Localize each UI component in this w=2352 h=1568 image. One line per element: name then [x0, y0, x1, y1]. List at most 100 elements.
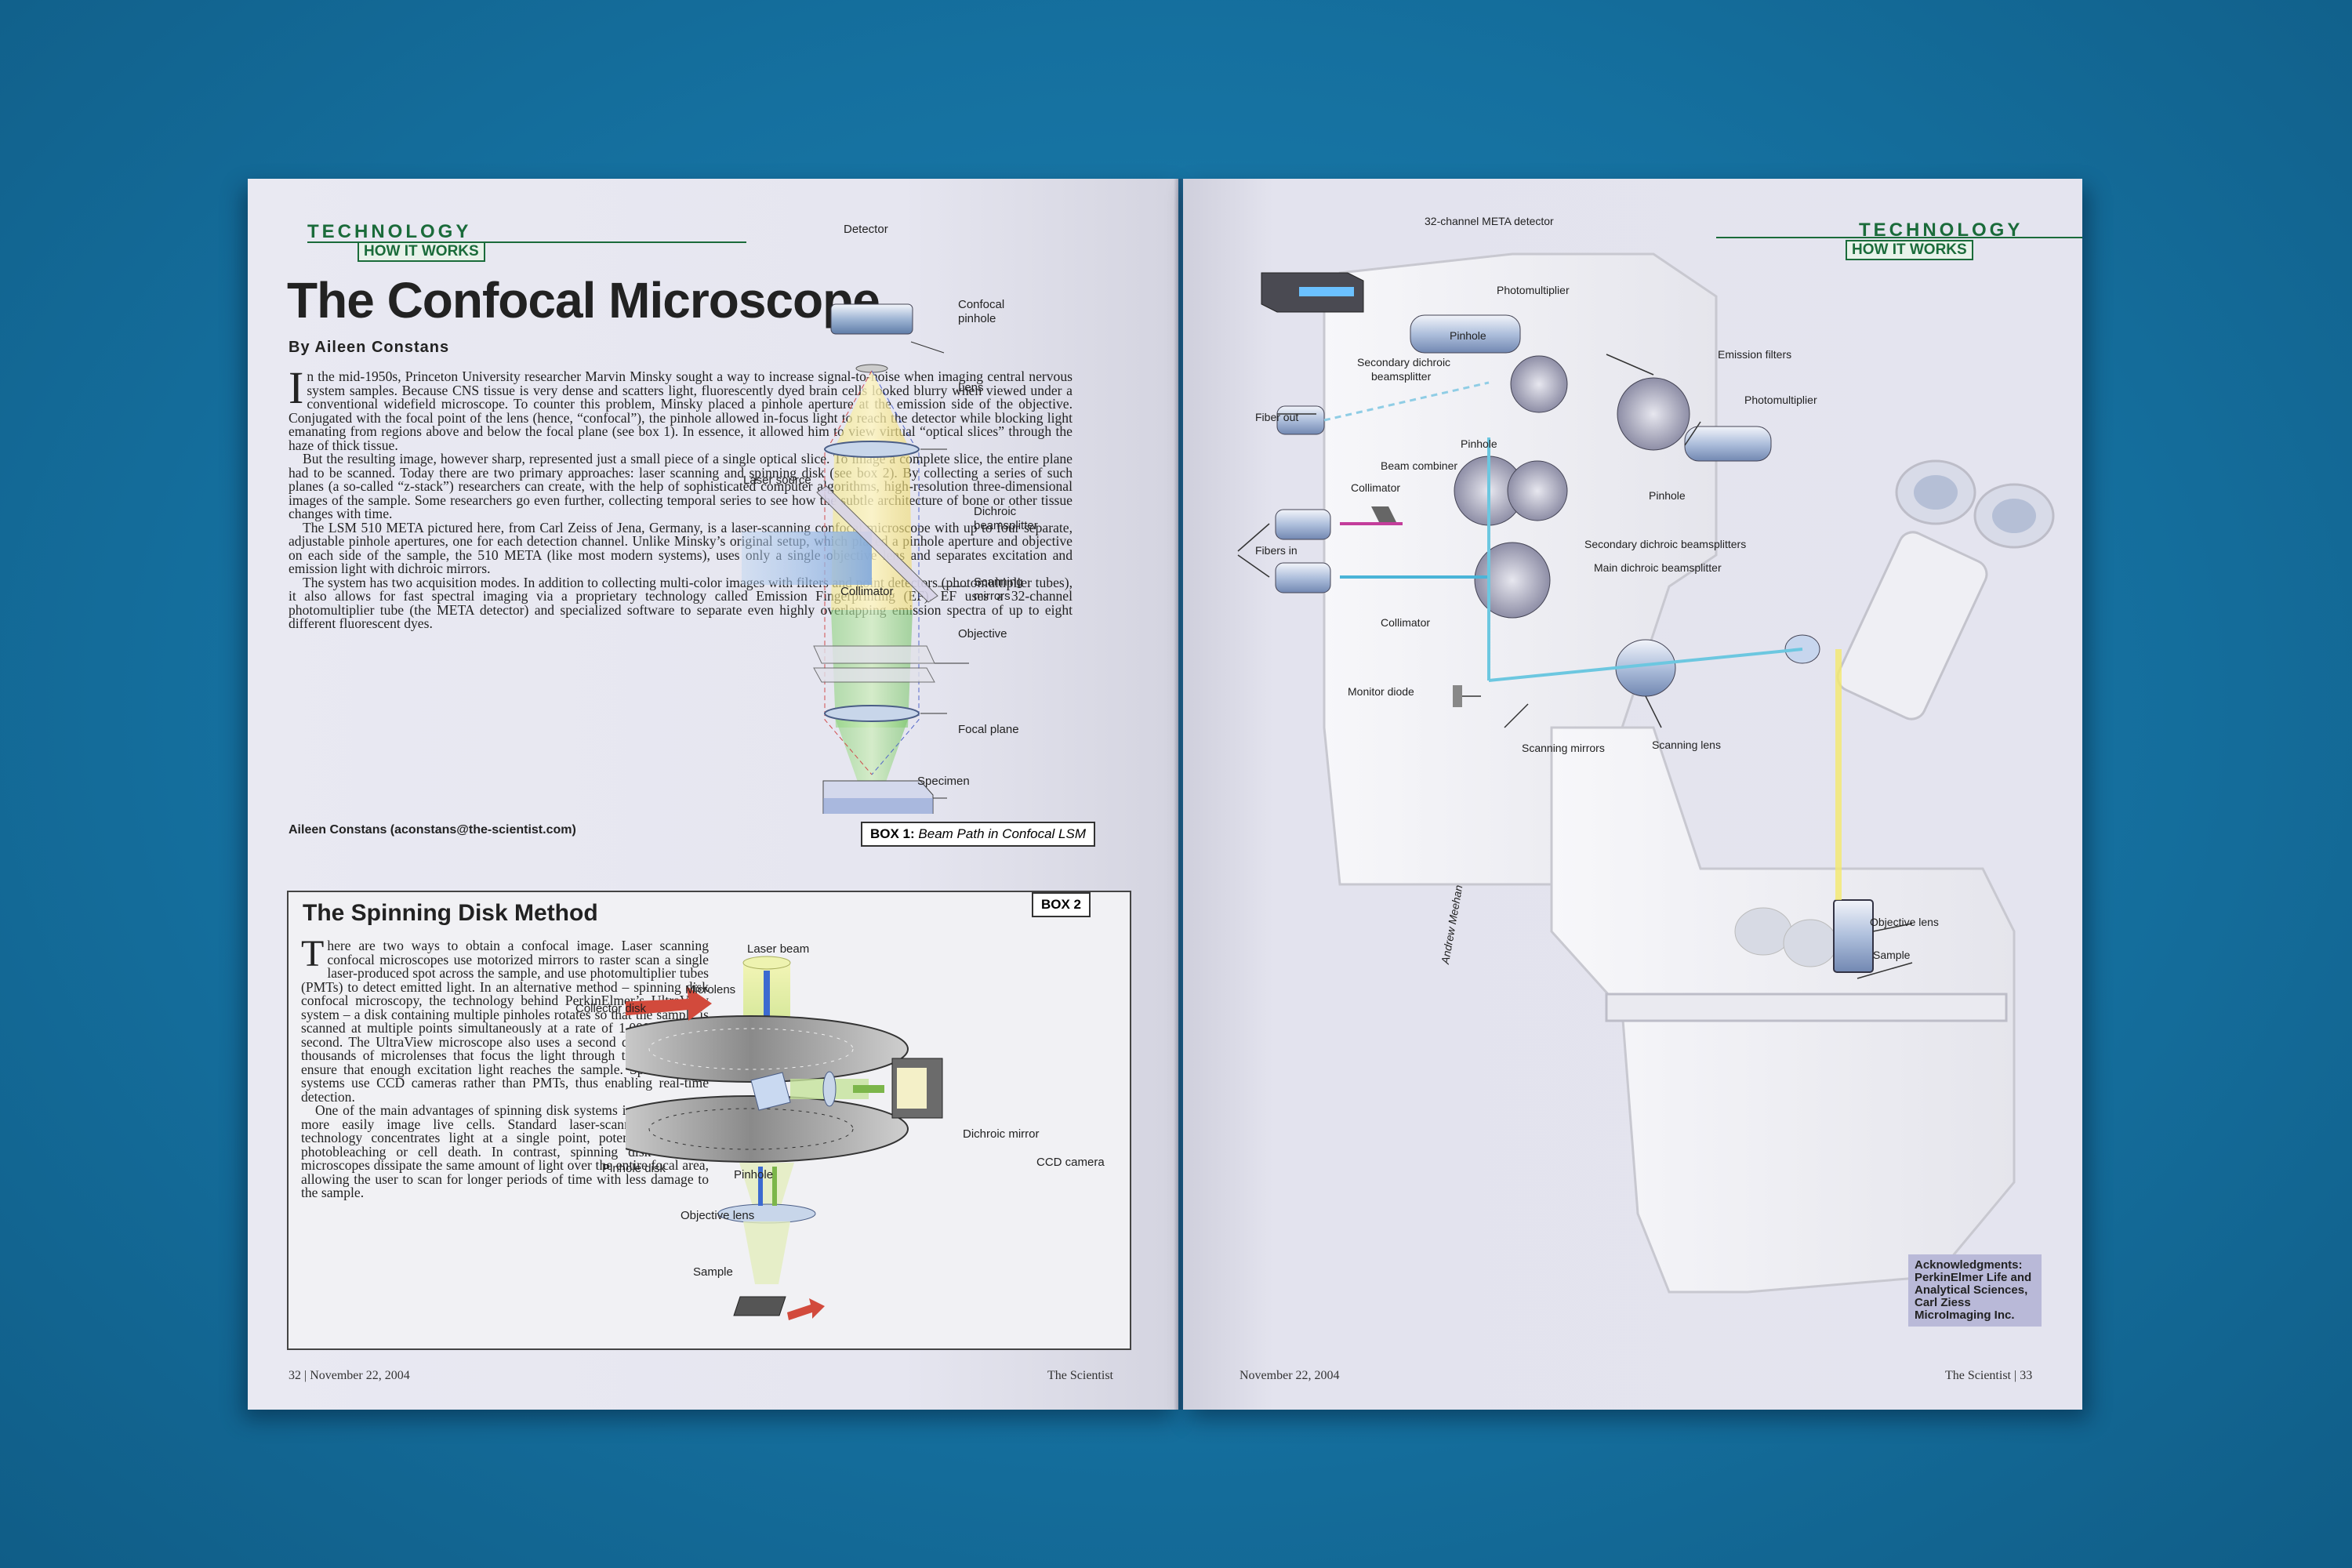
photomultiplier-2-shape: [1684, 426, 1772, 462]
footer-right: The Scientist: [1047, 1369, 1113, 1382]
secondary-dichroic-wheel: [1510, 355, 1568, 413]
section-rule: [307, 241, 746, 243]
focus-cone: [836, 720, 908, 814]
label-dichroic-mirror: Dichroic mirror: [963, 1127, 1040, 1141]
leader-lines: [1237, 354, 1913, 979]
label-laser-source: Laser source: [743, 474, 811, 487]
collector-disk-shape: [626, 1015, 909, 1083]
label-pinhole-2: Pinhole: [1461, 437, 1497, 450]
section-label: TECHNOLOGY: [307, 221, 472, 242]
label-photomultiplier-1: Photomultiplier: [1497, 284, 1570, 296]
label-beamsplitter: beamsplitter: [974, 519, 1038, 532]
monitor-diode-shape: [1453, 685, 1462, 707]
label-collimator-1: Collimator: [1351, 481, 1401, 494]
label-scanning: Scanning: [974, 575, 1023, 589]
scanning-mirror-lower: [813, 667, 935, 683]
footer-right: The Scientist | 33: [1945, 1369, 2033, 1382]
label-fiber-out: Fiber out: [1255, 411, 1299, 423]
label-microlens: Microlens: [685, 983, 736, 996]
out-of-focus-ray-red: [824, 370, 873, 775]
drop-cap: T: [301, 933, 325, 975]
label-specimen: Specimen: [917, 775, 970, 788]
label-secondary-dichroic: Secondary dichroic: [1357, 356, 1451, 368]
label-pinhole-3: Pinhole: [1649, 489, 1686, 502]
box1-tag: BOX 1: Beam Path in Confocal LSM: [861, 822, 1095, 847]
label-objective-lens: Objective lens: [1870, 916, 1939, 928]
label-focal-plane: Focal plane: [958, 723, 1019, 736]
label-objective: Objective: [958, 627, 1007, 641]
section-rule: [1716, 237, 2082, 238]
label-scanning-lens: Scanning lens: [1652, 739, 1721, 751]
collimated-beam: [742, 532, 872, 585]
label-beam-combiner: Beam combiner: [1381, 459, 1458, 472]
box2-title: The Spinning Disk Method: [303, 900, 598, 926]
label-fibers-in: Fibers in: [1255, 544, 1298, 557]
label-collector-disk: Collector disk: [575, 1002, 647, 1015]
label-objective-lens: Objective lens: [681, 1209, 755, 1222]
microscope-illustration: [1237, 252, 2055, 1294]
label-pinhole-disk: Pinhole disk: [602, 1162, 666, 1175]
spinning-disk-diagram: [626, 956, 943, 1320]
byline: By Aileen Constans: [289, 339, 450, 356]
label-laser-beam: Laser beam: [747, 942, 810, 956]
beam-combiner-shape: [1371, 506, 1398, 525]
label-ccd-camera: CCD camera: [1036, 1156, 1105, 1169]
label-pinhole: Pinhole: [734, 1168, 774, 1181]
label-confocal: Confocal: [958, 298, 1005, 311]
label-meta-detector: 32-channel META detector: [1425, 215, 1554, 227]
label-collimator-2: Collimator: [1381, 616, 1431, 629]
rotation-arrow-top: [626, 986, 712, 1021]
dichroic-mirror-shape: [750, 1072, 791, 1111]
label-sample: Sample: [1873, 949, 1911, 961]
label-emission-filters: Emission filters: [1718, 348, 1792, 361]
secondary-dichroic-wheel-3: [1507, 460, 1568, 521]
drop-cap: I: [289, 362, 304, 413]
label-beamsplitter: beamsplitter: [1371, 370, 1432, 383]
label-dichroic: Dichroic: [974, 505, 1017, 518]
objective-lens-shape: [1833, 899, 1874, 973]
box2-tag: BOX 2: [1032, 892, 1091, 917]
label-detector: Detector: [844, 223, 888, 236]
sample-shape: [733, 1296, 786, 1316]
photomultiplier-1-shape: [1410, 314, 1521, 354]
label-pinhole: pinhole: [958, 312, 996, 325]
collimator-1-shape: [1275, 509, 1331, 540]
label-secondary-dichroic-beamsplitters: Secondary dichroic beamsplitters: [1584, 538, 1747, 550]
right-page: TECHNOLOGY HOW IT WORKS: [1183, 179, 2082, 1410]
acknowledgments: Acknowledgments: PerkinElmer Life and An…: [1908, 1254, 2042, 1327]
footer-left: November 22, 2004: [1240, 1369, 1340, 1382]
author-signature: Aileen Constans (aconstans@the-scientist…: [289, 823, 576, 837]
main-dichroic-wheel: [1474, 542, 1551, 619]
rotation-arrow-bottom: [787, 1298, 825, 1320]
paragraph: One of the main advantages of spinning d…: [301, 1102, 709, 1200]
label-scanning-mirrors: Scanning mirrors: [1522, 742, 1605, 754]
left-page: TECHNOLOGY HOW IT WORKS The Confocal Mic…: [248, 179, 1178, 1410]
stage: [1605, 993, 2008, 1022]
label-pinhole-1: Pinhole: [1450, 329, 1486, 342]
dichroic-shape: [816, 485, 938, 603]
label-lens: Lens: [958, 381, 984, 394]
label-photomultiplier-2: Photomultiplier: [1744, 394, 1817, 406]
beam-path-diagram: [742, 303, 969, 814]
label-mirrors: mirrors: [974, 590, 1011, 603]
scanning-mirror-upper: [813, 645, 935, 664]
detector-shape: [830, 303, 913, 335]
subsection-label: HOW IT WORKS: [358, 241, 485, 262]
objective-shape: [824, 705, 920, 722]
lens-shape: [824, 441, 920, 458]
box1-label: BOX 1:: [870, 826, 915, 841]
label-sample: Sample: [693, 1265, 733, 1279]
emission-filter-wheel: [1617, 377, 1690, 451]
section-label: TECHNOLOGY: [1859, 220, 2024, 241]
eyepiece-assembly: [1836, 459, 2055, 720]
box1-title: Beam Path in Confocal LSM: [918, 826, 1086, 841]
emission-beam-top: [836, 371, 908, 445]
subsection-label: HOW IT WORKS: [1846, 240, 1973, 260]
label-collimator: Collimator: [840, 585, 894, 598]
collimator-2-shape: [1275, 562, 1331, 593]
pinhole-disk-shape: [626, 1095, 909, 1163]
label-main-dichroic-beamsplitter: Main dichroic beamsplitter: [1594, 561, 1722, 574]
